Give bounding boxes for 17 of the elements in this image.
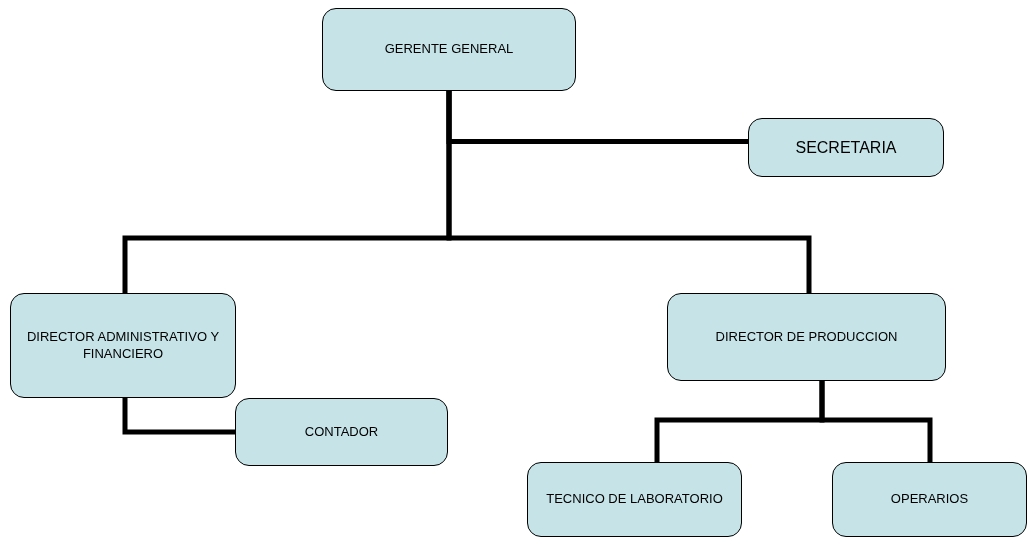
box-label: DIRECTOR DE PRODUCCION bbox=[715, 328, 898, 346]
connector-line bbox=[446, 91, 812, 293]
org-box bbox=[748, 118, 944, 177]
connector-line bbox=[819, 381, 933, 462]
box-label: TECNICO DE LABORATORIO bbox=[546, 491, 723, 508]
org-box bbox=[832, 462, 1027, 537]
org-box bbox=[667, 293, 946, 381]
org-box bbox=[10, 293, 236, 398]
box-label: OPERARIOS bbox=[890, 491, 969, 508]
org-box bbox=[235, 398, 448, 466]
box-label: SECRETARIA bbox=[795, 137, 897, 158]
box-label: DIRECTOR ADMINISTRATIVO Y FINANCIERO bbox=[25, 329, 221, 362]
box-label: GERENTE GENERAL bbox=[384, 41, 514, 58]
connector-line bbox=[122, 398, 235, 435]
org-box bbox=[527, 462, 742, 537]
org-box bbox=[322, 8, 576, 91]
box-label: CONTADOR bbox=[304, 423, 379, 441]
